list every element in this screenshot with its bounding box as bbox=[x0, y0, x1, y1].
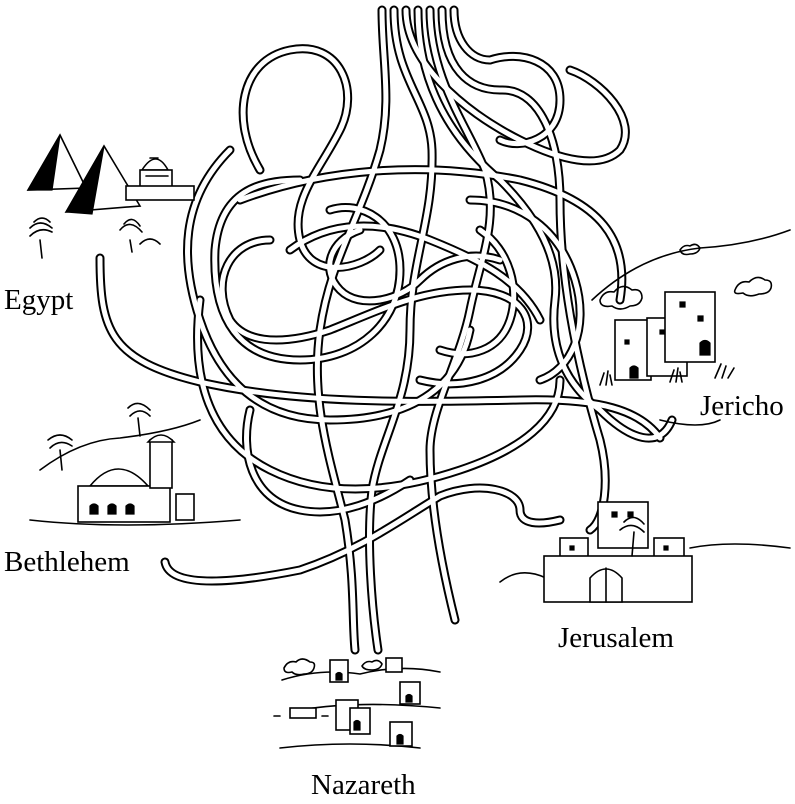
maze-path[interactable] bbox=[487, 53, 563, 147]
village-icon bbox=[77, 434, 195, 523]
egypt-label: Egypt bbox=[4, 284, 74, 316]
maze-path[interactable] bbox=[212, 177, 403, 363]
maze-path[interactable] bbox=[97, 255, 663, 441]
maze-path[interactable] bbox=[415, 7, 675, 441]
village-icon bbox=[543, 501, 693, 603]
egypt-scene bbox=[26, 133, 195, 259]
maze-path[interactable] bbox=[327, 227, 503, 304]
maze-path[interactable] bbox=[240, 46, 383, 270]
palm-tree-icon bbox=[619, 516, 645, 557]
maze-path[interactable] bbox=[403, 7, 628, 164]
maze-path[interactable] bbox=[185, 147, 473, 423]
maze-path-edge bbox=[437, 5, 610, 535]
bethlehem-label: Bethlehem bbox=[4, 546, 130, 578]
bethlehem-scene bbox=[29, 402, 241, 526]
maze-paths bbox=[95, 5, 677, 655]
maze-path[interactable] bbox=[439, 7, 608, 533]
jerusalem-scene bbox=[499, 501, 791, 603]
maze-path[interactable] bbox=[287, 223, 543, 323]
maze-path[interactable] bbox=[244, 407, 413, 515]
maze-path[interactable] bbox=[451, 7, 493, 63]
palm-tree-icon bbox=[29, 217, 161, 259]
maze-path[interactable] bbox=[314, 7, 389, 653]
palm-tree-icon bbox=[47, 402, 151, 471]
maze-path[interactable] bbox=[219, 237, 531, 387]
maze-path[interactable] bbox=[467, 197, 583, 383]
pyramids-icon bbox=[26, 133, 142, 215]
domed-building-icon bbox=[125, 157, 195, 201]
nazareth-scene bbox=[273, 657, 441, 749]
jerusalem-label: Jerusalem bbox=[558, 622, 674, 654]
bush-icon bbox=[283, 658, 383, 676]
maze-path[interactable] bbox=[195, 297, 563, 492]
grass-icon bbox=[599, 363, 735, 386]
village-icon bbox=[614, 291, 716, 381]
jericho-label: Jericho bbox=[700, 390, 784, 422]
maze-path[interactable] bbox=[162, 485, 563, 584]
village-icon bbox=[273, 657, 421, 747]
jericho-scene bbox=[591, 229, 791, 426]
maze-path[interactable] bbox=[437, 227, 517, 357]
maze-path[interactable] bbox=[367, 7, 435, 653]
maze-path[interactable] bbox=[427, 7, 493, 623]
nazareth-label: Nazareth bbox=[311, 769, 416, 801]
bush-icon bbox=[599, 243, 773, 310]
maze-path[interactable] bbox=[237, 167, 625, 303]
